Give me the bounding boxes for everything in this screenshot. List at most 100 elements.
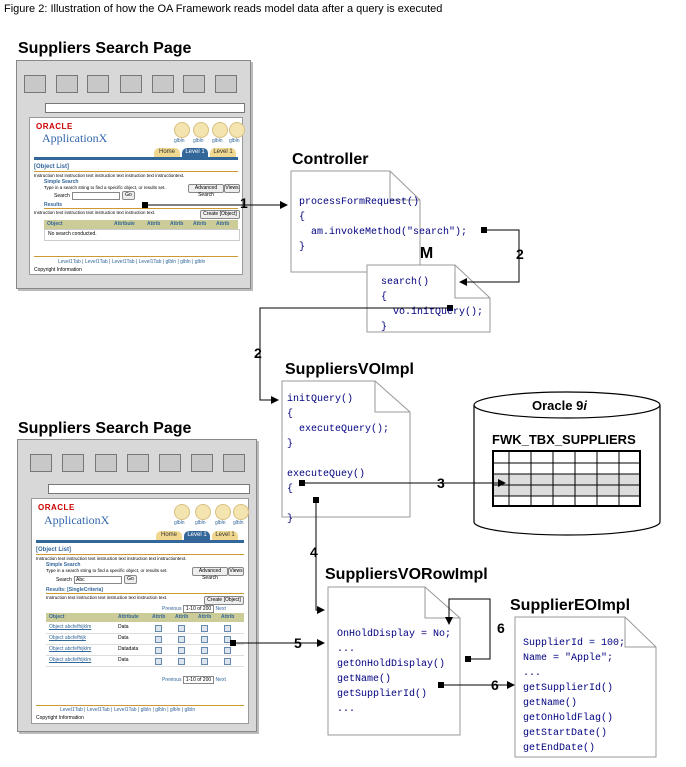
search-label: Search xyxy=(54,193,70,199)
supplier-eo-impl-title: SupplierEOImpl xyxy=(510,597,631,614)
checkbox-icon xyxy=(178,658,185,665)
oracle-logo: ORACLE xyxy=(38,503,75,512)
controller-title: Controller xyxy=(292,151,369,168)
step-4-label: 4 xyxy=(310,544,318,560)
global-icon xyxy=(193,122,209,138)
arrow-2a xyxy=(459,229,520,286)
code-line: executeQuery(); xyxy=(287,424,390,435)
checkbox-icon xyxy=(155,647,162,654)
code-line: processFormRequest() xyxy=(299,197,420,208)
connector-dot xyxy=(438,682,444,688)
tab-level-1: Level 1 xyxy=(210,148,236,157)
oracle-db-label: Oracle 9i xyxy=(532,398,587,413)
tab-home: Home xyxy=(154,148,180,157)
checkbox-icon xyxy=(178,647,185,654)
divider xyxy=(36,705,244,706)
arrow-2b xyxy=(259,307,448,404)
oracle-db-label-suffix: i xyxy=(583,398,587,413)
go-button: Go xyxy=(124,575,137,584)
code-line: ... xyxy=(337,704,356,715)
global-icon xyxy=(174,504,190,520)
global-link: glbln xyxy=(174,138,185,144)
db-table-grid xyxy=(492,450,641,507)
search-input: Abc xyxy=(74,576,122,584)
checkbox-icon xyxy=(155,625,162,632)
object-link: Object abcfefhijklm xyxy=(49,657,92,663)
vo-row-impl-document xyxy=(327,586,461,736)
code-line xyxy=(287,452,389,467)
code-line: getStartDate() xyxy=(523,728,608,739)
empty-results-row: No search conducted. xyxy=(44,229,240,241)
top-page-content: ORACLE ApplicationX glbln glbln glbln gl… xyxy=(29,117,245,275)
code-line: getEndDate() xyxy=(523,743,596,754)
advanced-search-button: Advanced Search xyxy=(192,567,228,581)
results-instruction: Instruction text instruction text instru… xyxy=(34,210,156,215)
footer-links: Level1Tab | Level1Tab | Level1Tab | glbl… xyxy=(60,707,196,713)
range-select: 1-10 of 200 xyxy=(182,605,215,613)
bottom-browser-window: ORACLE ApplicationX glbln glbln glbln gl… xyxy=(17,439,257,732)
pagination-bottom: Previous 1-10 of 200 Next xyxy=(162,676,226,684)
figure-caption: Figure 2: Illustration of how the OA Fra… xyxy=(4,3,443,15)
code-line: getOnHoldFlag() xyxy=(523,713,614,724)
next-link: Next xyxy=(215,606,226,612)
results-instruction: Instruction text instruction text instru… xyxy=(46,595,168,600)
attribute-cell: Datadata xyxy=(118,646,139,652)
column-header: Attrib xyxy=(147,221,161,227)
next-link: Next xyxy=(215,677,226,683)
code-line: am.invokeMethod("search"); xyxy=(299,227,468,238)
vo-impl-code: initQuery(){ executeQuery();} executeQue… xyxy=(287,392,389,527)
column-header: Object xyxy=(47,221,63,227)
code-line: getName() xyxy=(523,698,578,709)
controller-document xyxy=(290,170,421,273)
search-input xyxy=(72,192,120,200)
step-2-label: 2 xyxy=(516,246,524,262)
column-header: Attrib xyxy=(221,614,235,620)
create-object-button: Create [Object] xyxy=(200,210,240,219)
column-header: Attrib xyxy=(216,221,230,227)
column-header: Attrib xyxy=(193,221,207,227)
step-5-label: 5 xyxy=(294,635,302,651)
results-table-header: Object Attribute Attrib Attrib Attrib At… xyxy=(44,220,238,229)
object-link: Object abcfefhijklm xyxy=(49,624,92,630)
global-icon xyxy=(215,504,231,520)
suppliers-vo-row-impl-title: SuppliersVORowImpl xyxy=(325,566,488,583)
column-header: Attrib xyxy=(198,614,212,620)
connector-dot xyxy=(447,305,453,311)
checkbox-icon xyxy=(155,636,162,643)
code-line: Name = "Apple"; xyxy=(523,653,614,664)
address-bar xyxy=(48,484,250,494)
checkbox-icon xyxy=(201,625,208,632)
connector-dot xyxy=(481,227,487,233)
step-2-label: 2 xyxy=(254,345,262,361)
arrow-4 xyxy=(315,500,325,614)
code-line: { xyxy=(299,212,306,223)
eo-impl-document-fold xyxy=(624,617,656,648)
toolbar-button xyxy=(24,75,46,93)
toolbar-button xyxy=(215,75,237,93)
global-icon xyxy=(229,122,245,138)
oracle-db-cylinder-top xyxy=(473,391,661,419)
global-icon xyxy=(212,122,228,138)
toolbar-button xyxy=(95,454,117,472)
connector-dot xyxy=(299,480,305,486)
checkbox-icon xyxy=(224,636,231,643)
object-list-heading: [Object List] xyxy=(34,164,70,170)
checkbox-icon xyxy=(224,625,231,632)
application-name: ApplicationX xyxy=(42,131,108,145)
toolbar-button xyxy=(62,454,84,472)
instruction-text: Instruction text instruction text instru… xyxy=(36,556,187,561)
step-6-label: 6 xyxy=(497,620,505,636)
previous-link: Previous xyxy=(162,677,182,683)
search-hint: Type in a search string to find a specif… xyxy=(46,568,168,573)
footer-links: Level1Tab | Level1Tab | Level1Tab | Leve… xyxy=(58,259,206,265)
connector-dot xyxy=(313,497,319,503)
code-line: getSupplierId() xyxy=(337,689,428,700)
checkbox-icon xyxy=(224,658,231,665)
toolbar-button xyxy=(191,454,213,472)
advanced-search-button: Advanced Search xyxy=(188,184,224,198)
simple-search-heading: Simple Search xyxy=(46,562,81,568)
